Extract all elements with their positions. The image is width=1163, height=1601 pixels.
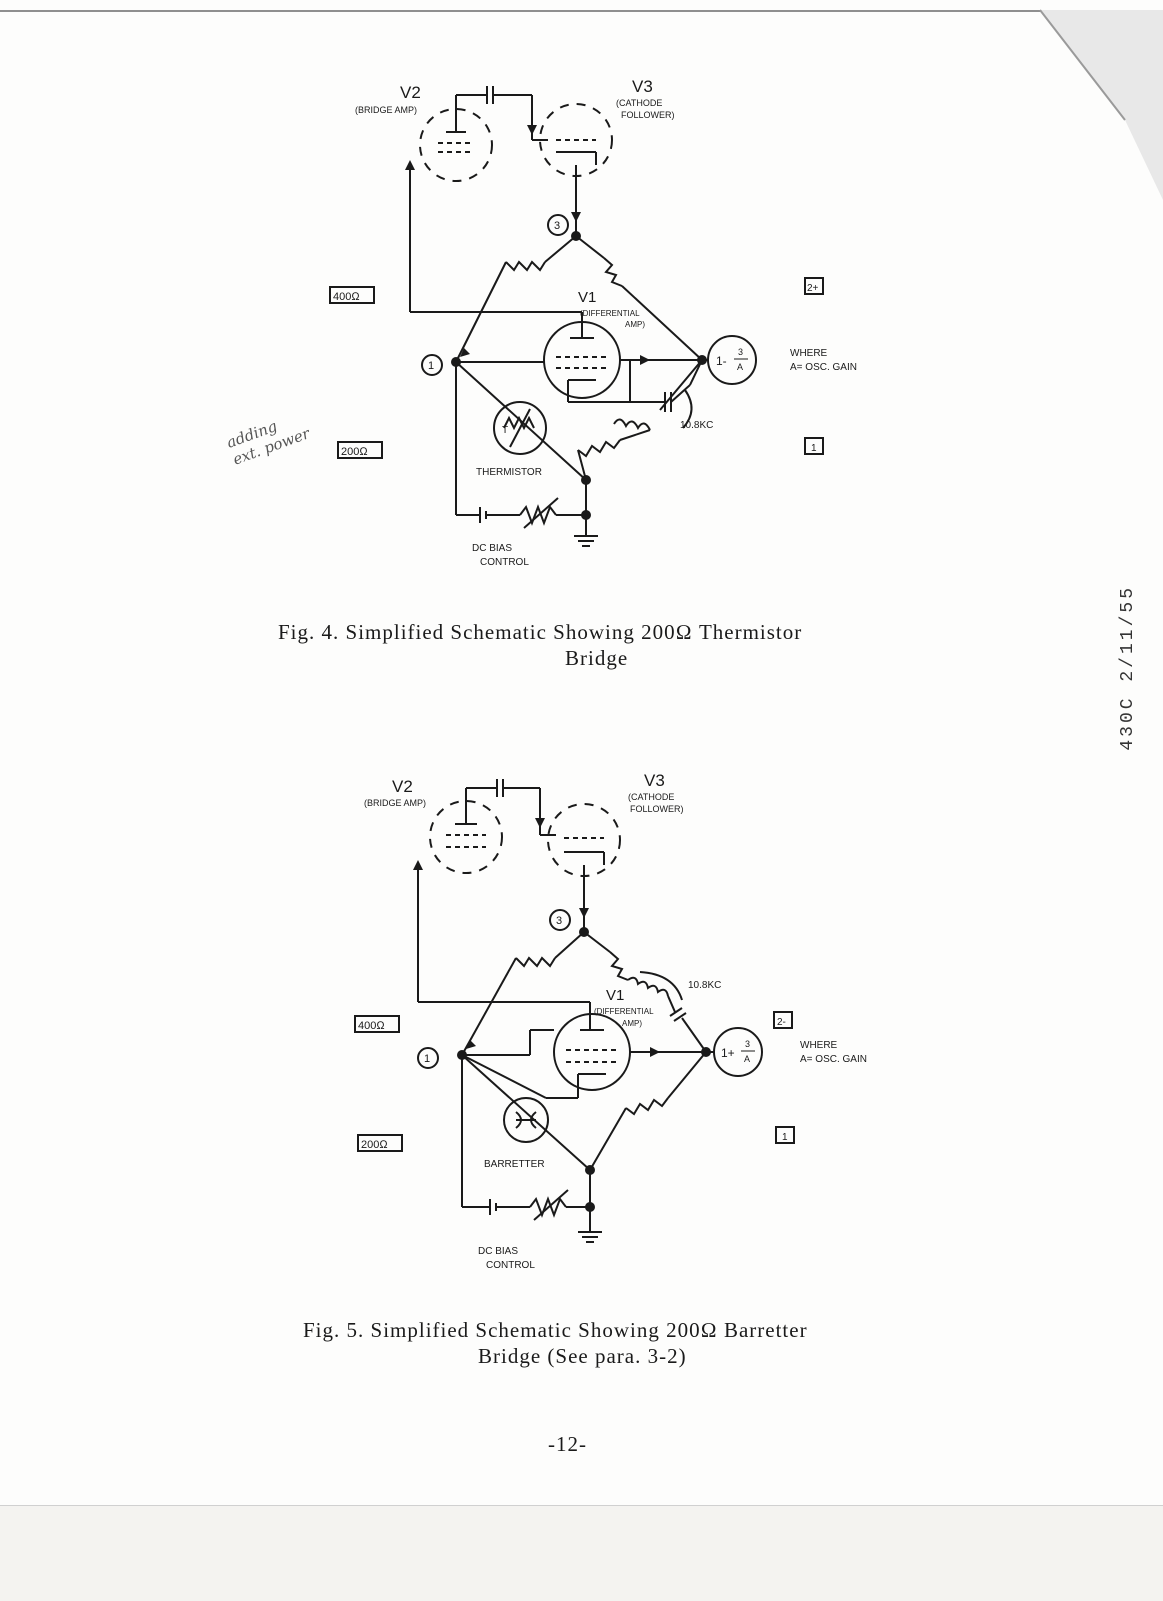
fig4-v3-sub2: FOLLOWER) bbox=[621, 110, 675, 120]
fig4-box-2plus: 2+ bbox=[807, 283, 819, 294]
fig4-box-1: 1 bbox=[811, 443, 817, 454]
fig4-v1-sub2: AMP) bbox=[625, 320, 645, 329]
fig5-v2-tube bbox=[429, 788, 503, 874]
fig5-v3-sub1: (CATHODE bbox=[628, 792, 674, 802]
fig5-schematic: V2 (BRIDGE AMP) V3 (CATHODE FOLLOWER) V1… bbox=[354, 771, 867, 1271]
fig4-gain-num: 3 bbox=[738, 347, 743, 357]
fig5-range-400: 400Ω bbox=[358, 1020, 385, 1032]
fig4-element-letter: T bbox=[502, 425, 508, 436]
fig4-gain-den: A bbox=[737, 362, 743, 372]
fig4-element-label: THERMISTOR bbox=[476, 467, 542, 478]
fig5-node3: 3 bbox=[556, 915, 562, 927]
page-corner-fold bbox=[1039, 9, 1163, 200]
fig5-range-200: 200Ω bbox=[361, 1139, 388, 1151]
fig4-bias2: CONTROL bbox=[480, 557, 529, 568]
fig4-v2-sub: (BRIDGE AMP) bbox=[355, 105, 417, 115]
page-number: -12- bbox=[548, 1432, 587, 1456]
fig4-where: WHERE bbox=[790, 348, 828, 359]
fig5-node1: 1 bbox=[424, 1053, 430, 1065]
fig5-v2-sub: (BRIDGE AMP) bbox=[364, 798, 426, 808]
fig5-gain-num: 3 bbox=[745, 1039, 750, 1049]
fig4-freq: 10.8KC bbox=[680, 420, 713, 431]
fig5-caption-line1: Fig. 5. Simplified Schematic Showing 200… bbox=[303, 1318, 808, 1342]
fig4-where-def: A= OSC. GAIN bbox=[790, 362, 857, 373]
fig5-box-1: 1 bbox=[782, 1132, 788, 1143]
fig5-gain-den: A bbox=[744, 1054, 750, 1064]
fig5-v3-sub2: FOLLOWER) bbox=[630, 804, 684, 814]
fig5-v1-tube bbox=[553, 1013, 631, 1098]
fig4-schematic: V2 (BRIDGE AMP) V3 (CATHODE FOLLOWER) V1… bbox=[329, 77, 857, 568]
side-margin-note: 430C 2/11/55 bbox=[1118, 585, 1138, 751]
fig4-v2-label: V2 bbox=[400, 83, 421, 102]
fig5-gain-prefix: 1+ bbox=[721, 1046, 735, 1060]
fig4-v1-sub1: (DIFFERENTIAL bbox=[580, 309, 640, 318]
fig4-caption-line1: Fig. 4. Simplified Schematic Showing 200… bbox=[278, 620, 803, 644]
fig4-v3-label: V3 bbox=[632, 77, 653, 96]
fig4-v3-sub1: (CATHODE bbox=[616, 98, 662, 108]
fig4-range-200: 200Ω bbox=[341, 446, 368, 458]
fig4-gain-prefix: 1- bbox=[716, 354, 727, 368]
fig4-caption-line2: Bridge bbox=[565, 646, 629, 670]
fig4-v1-tube bbox=[543, 321, 631, 403]
fig5-v1-sub1: (DIFFERENTIAL bbox=[594, 1007, 654, 1016]
fig5-v1-sub2: AMP) bbox=[622, 1019, 642, 1028]
fig5-where: WHERE bbox=[800, 1040, 838, 1051]
fig4-bias1: DC BIAS bbox=[472, 543, 512, 554]
fig5-v3-label: V3 bbox=[644, 771, 665, 790]
fig5-element-label: BARRETTER bbox=[484, 1159, 545, 1170]
fig5-where-def: A= OSC. GAIN bbox=[800, 1054, 867, 1065]
fig4-range-400: 400Ω bbox=[333, 291, 360, 303]
fig5-caption-line2: Bridge (See para. 3-2) bbox=[478, 1344, 687, 1368]
fig4-v2-tube bbox=[419, 95, 493, 182]
fig5-v2-label: V2 bbox=[392, 777, 413, 796]
fig4-v1-label: V1 bbox=[578, 289, 596, 306]
fig5-bias2: CONTROL bbox=[486, 1260, 535, 1271]
fig4-node3: 3 bbox=[554, 220, 560, 232]
fig4-node1: 1 bbox=[428, 360, 434, 372]
fig5-bias1: DC BIAS bbox=[478, 1246, 518, 1257]
fig5-box-2minus: 2- bbox=[777, 1017, 786, 1028]
fig5-v1-label: V1 bbox=[606, 987, 624, 1004]
page-top-edge bbox=[0, 10, 1060, 12]
fig5-freq: 10.8KC bbox=[688, 980, 721, 991]
page-bottom-edge bbox=[0, 1505, 1163, 1601]
